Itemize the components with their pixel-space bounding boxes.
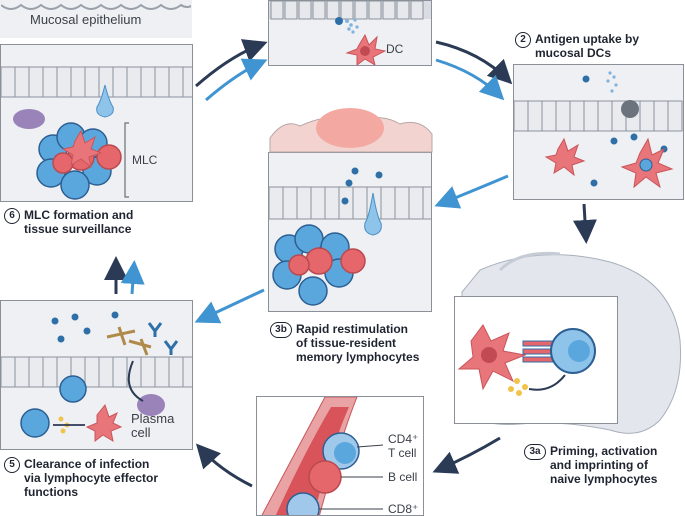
epithelium-strip-graphic [1, 3, 191, 10]
mucosal-epithelium-label: Mucosal epithelium [30, 12, 142, 27]
step-6-text: MLC formation and tissue surveillance [24, 208, 134, 236]
cd8-label: CD8⁺ [388, 502, 419, 516]
step-6-number: 6 [4, 208, 20, 224]
panel-mlc [0, 44, 193, 202]
panel-restimulation-graphic [269, 167, 431, 306]
arrow-restim-to-clearance [194, 288, 265, 324]
arrow-uptake-to-restim [434, 174, 509, 209]
plasma-cell-label: Plasma cell [131, 411, 175, 440]
step-3b-text: Rapid restimulation of tissue-resident m… [296, 322, 420, 364]
step-3b-number: 3b [270, 322, 292, 338]
arrow-clearance-to-mlc-light [120, 260, 145, 295]
panel-dc-sampling-graphic [269, 1, 431, 65]
step-5-number: 5 [4, 457, 20, 473]
arrow-vessel-to-clearance [195, 443, 253, 488]
step-3a-text: Priming, activation and imprinting of na… [550, 444, 658, 486]
panel-antigen-uptake-graphic [514, 71, 683, 189]
mlc-label: MLC [132, 153, 158, 167]
panel-priming-graphic [457, 324, 596, 396]
arrow-dc-to-uptake-dark [435, 40, 513, 85]
panel-blood-vessel [256, 396, 424, 516]
b-cell-label: B cell [388, 470, 418, 484]
panel-priming [454, 296, 618, 424]
dc-label: DC [386, 42, 404, 56]
panel-antigen-uptake [513, 64, 684, 200]
arrow-mlc-to-dc-dark [195, 39, 268, 88]
step-2-number: 2 [515, 32, 531, 48]
arrow-mlc-to-dc-light [205, 58, 268, 102]
panel-clearance [0, 300, 193, 450]
cd4-t-cell-label: CD4⁺ T cell [388, 432, 419, 460]
step-2-text: Antigen uptake by mucosal DCs [535, 32, 640, 60]
step-5-text: Clearance of infection via lymphocyte ef… [24, 457, 159, 499]
panel-mlc-graphic [1, 66, 192, 200]
panel-blood-vessel-graphic [261, 397, 384, 515]
epithelium-strip-panel [0, 0, 192, 38]
arrow-dc-to-uptake-light [435, 58, 505, 101]
panel-dc-sampling [268, 0, 432, 66]
panel-clearance-graphic [1, 311, 192, 443]
panel-restimulation [268, 152, 432, 312]
arrow-node-to-vessel [432, 436, 501, 474]
step-3a-number: 3a [524, 444, 546, 460]
arrow-uptake-to-node [572, 203, 597, 244]
